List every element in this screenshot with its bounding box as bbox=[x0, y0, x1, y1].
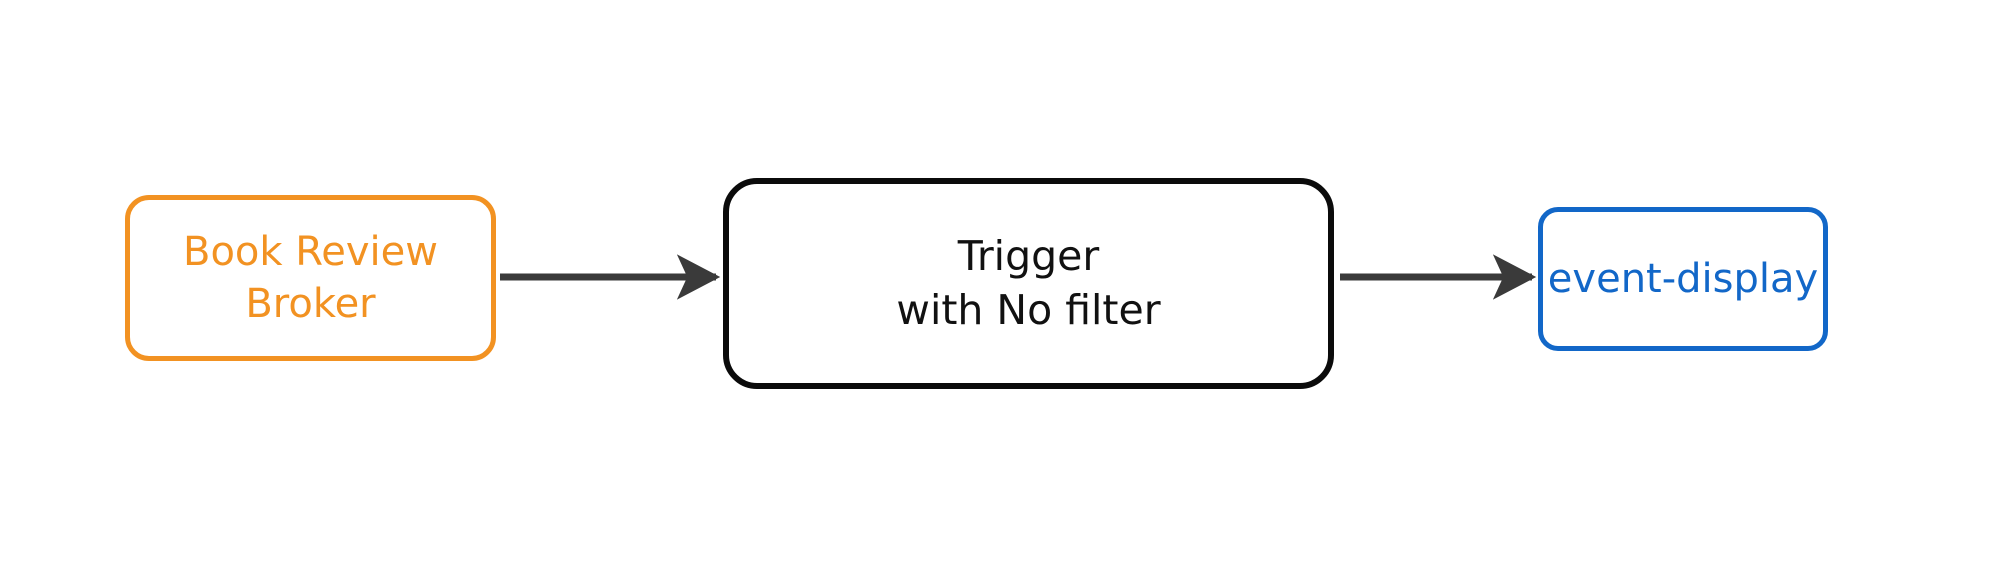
node-book-review-broker[interactable]: Book Review Broker bbox=[125, 195, 496, 361]
node-event-display[interactable]: event-display bbox=[1538, 207, 1828, 351]
node-broker-label: Book Review Broker bbox=[183, 229, 438, 327]
node-trigger-with-no-filter[interactable]: Trigger with No filter bbox=[723, 178, 1334, 389]
node-trigger-label: Trigger with No filter bbox=[896, 232, 1161, 334]
node-sink-label: event-display bbox=[1547, 256, 1819, 302]
